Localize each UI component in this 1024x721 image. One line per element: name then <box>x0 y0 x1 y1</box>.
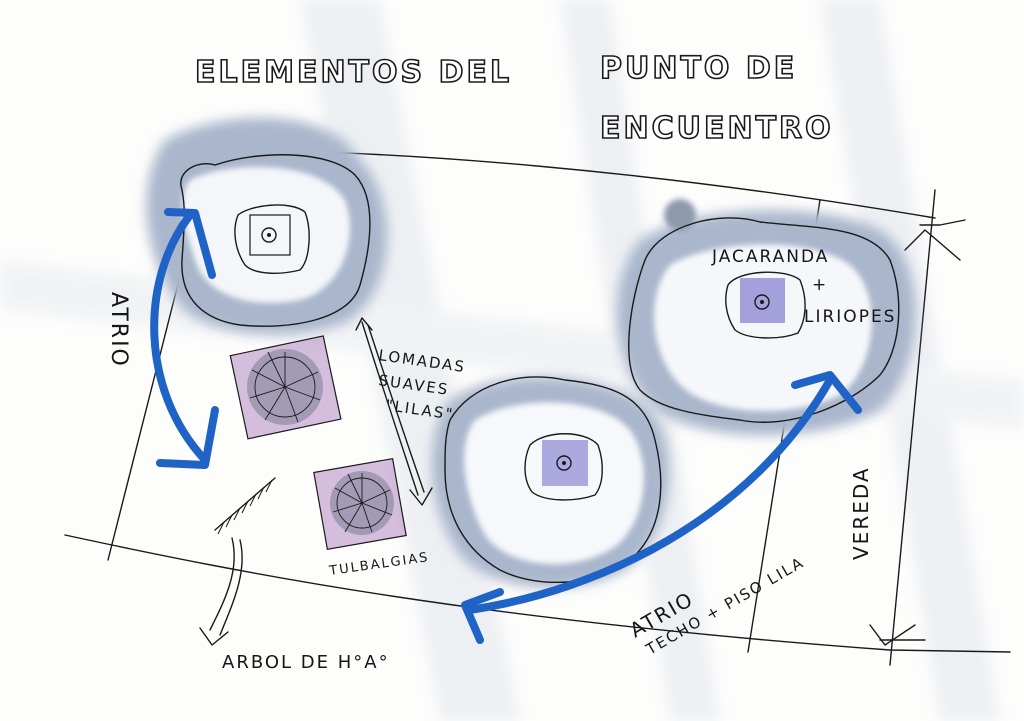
tree-jacaranda <box>725 271 806 339</box>
label-vereda: VEREDA <box>849 466 873 560</box>
title-line-2b: ENCUENTRO <box>600 111 834 146</box>
blue-arrow-bottom <box>461 371 862 644</box>
wash-top-left <box>146 117 388 335</box>
blue-arrow-left <box>150 208 219 469</box>
label-plus: + <box>812 275 828 295</box>
label-atrio-left: ATRIO <box>106 292 131 368</box>
tree-center <box>524 433 603 501</box>
lomada-lower <box>313 457 407 551</box>
title-line-1: ELEMENTOS DEL <box>195 55 512 90</box>
label-arbol: ARBOL DE H°A° <box>222 652 390 673</box>
wash-outlines <box>180 154 900 584</box>
vereda-ticks <box>869 219 966 646</box>
title-line-2a: PUNTO DE <box>600 51 797 86</box>
lomada-upper <box>229 335 342 440</box>
arbol-marker <box>199 477 276 646</box>
title-block: ELEMENTOS DEL PUNTO DE ENCUENTRO <box>194 50 834 147</box>
tree-top-left <box>234 204 310 274</box>
lomadas-arrow <box>355 317 433 506</box>
label-jacaranda: JACARANDA <box>711 247 829 267</box>
label-liriopes: LIRIOPES <box>804 307 896 327</box>
